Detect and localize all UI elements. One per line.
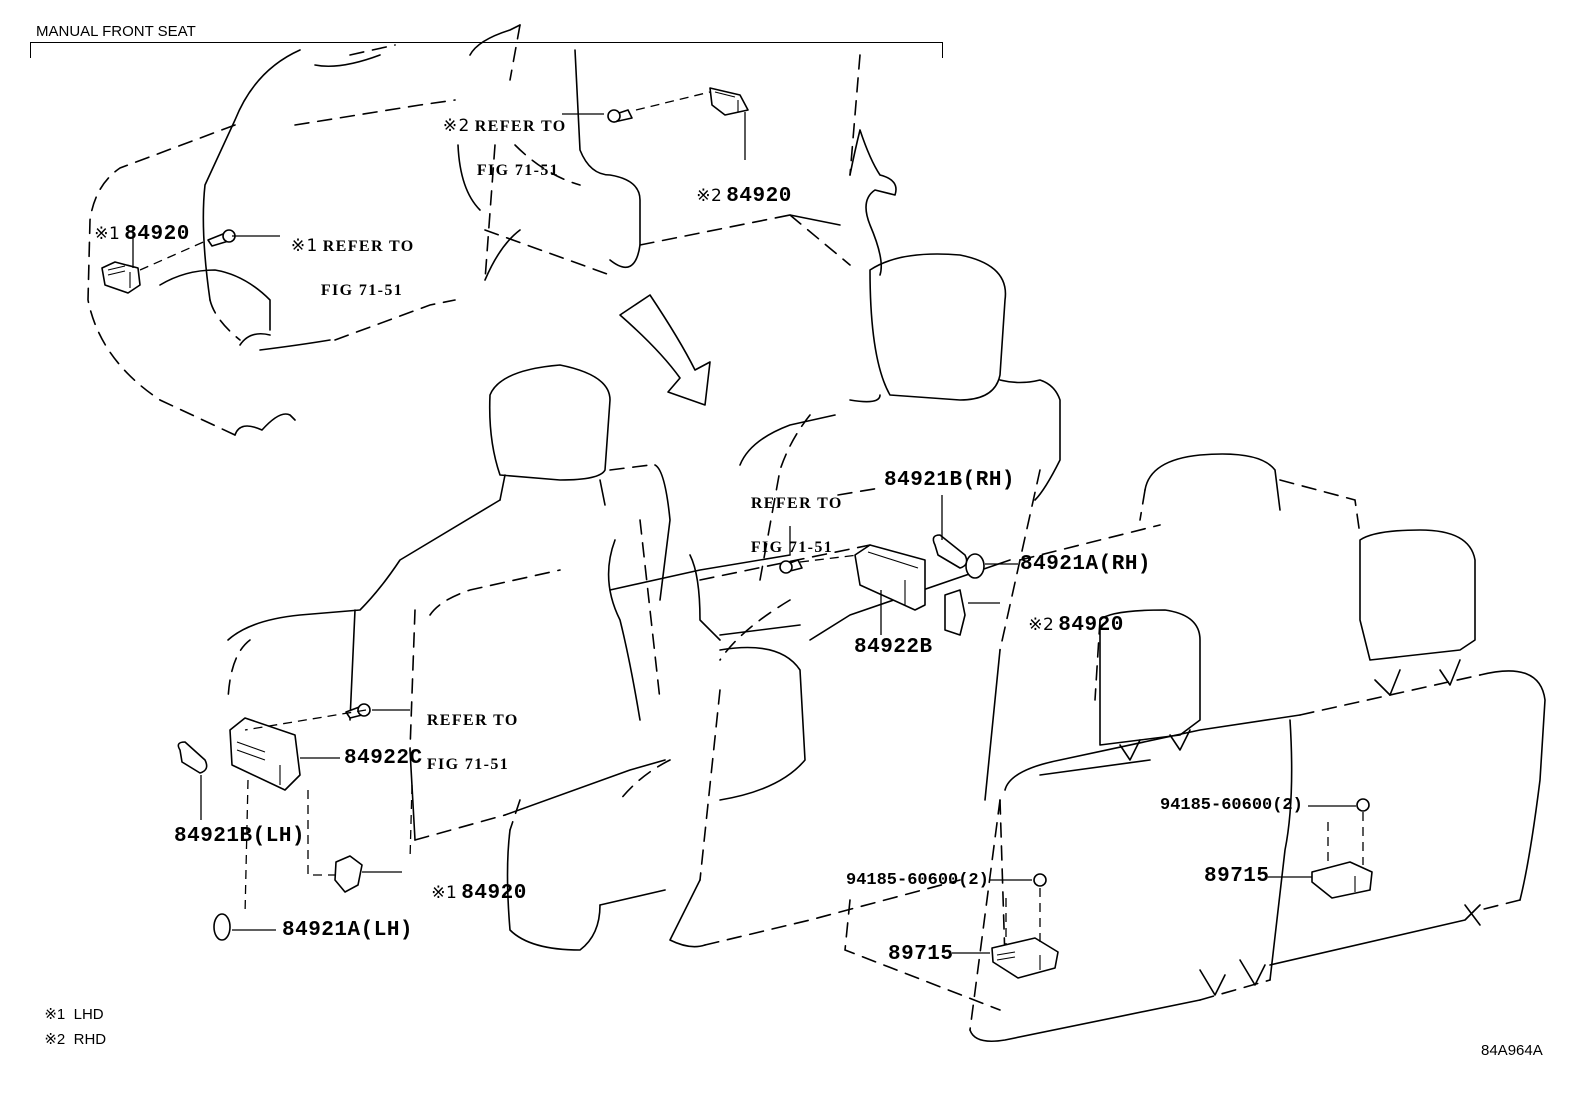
callout-84921b-lh: 84921B(LH) [174,825,306,848]
nut-94185-rear-right-icon [1356,798,1370,812]
callout-refer-fig-power-rh: REFER TO FIG 71-51 [750,495,843,556]
ecu-89715-rear-right [1311,861,1373,899]
callout-84921a-lh: 84921A(LH) [282,919,414,942]
nut-94185-rear-left-icon [1033,873,1047,887]
arrow-icon [619,294,711,406]
rear-seat-outline [844,453,1546,1043]
screw-manual-lhd-icon [207,229,236,247]
knob-84921b-lh [177,741,208,774]
callout-84921b-rh: 84921B(RH) [884,469,1016,492]
callout-refer-fig-power-lh: REFER TO FIG 71-51 [426,712,519,773]
callout-84922c: 84922C [344,747,423,770]
seat-switch-84920-manual-rhd [709,87,749,116]
footnote-lhd: ※1 LHD [44,1006,104,1023]
manual-seat-outline [87,24,897,436]
screw-power-rh-icon [779,559,803,574]
power-front-seat-outline [227,253,1161,951]
callout-89715-rear-right: 89715 [1204,865,1270,888]
figure-id: 84A964A [1481,1042,1543,1059]
callout-84922b: 84922B [854,636,933,659]
callout-nut-94185-rear-left: 94185-60600(2) [846,871,989,890]
leader-lines [132,91,1364,954]
ecu-89715-rear-left [991,937,1059,979]
callout-89715-rear-left: 89715 [888,943,954,966]
knob-84921a-lh [213,913,231,941]
switch-84920-power-rhd [944,589,966,636]
rhd-mark: ※2 [442,116,471,136]
switch-bezel-84922b [854,544,926,611]
switch-84920-power-lhd [334,855,363,893]
footnote-rhd: ※2 RHD [44,1031,107,1048]
knob-84921a-rh [965,553,985,579]
screw-manual-rhd-icon [607,109,633,123]
section-divider [30,42,943,43]
seat-switch-84920-manual-lhd [101,261,141,294]
callout-nut-94185-rear-right: 94185-60600(2) [1160,796,1303,815]
section-title: MANUAL FRONT SEAT [36,23,196,40]
switch-bezel-84922c [229,717,301,791]
section-divider-tick-right [942,42,943,58]
knob-84921b-rh [932,534,968,569]
section-divider-tick-left [30,42,31,58]
callout-84921a-rh: 84921A(RH) [1020,553,1152,576]
